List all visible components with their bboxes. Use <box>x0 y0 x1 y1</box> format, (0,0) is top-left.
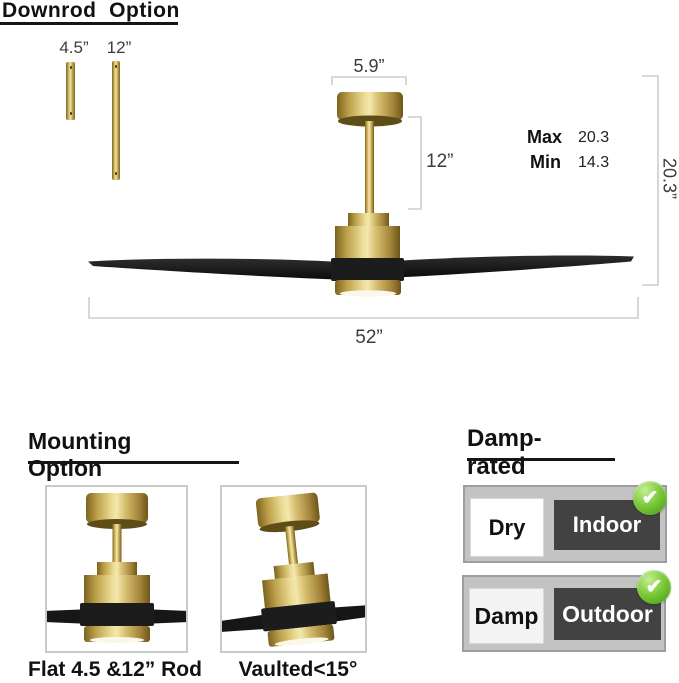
flat-mount-caption: Flat 4.5 &12” Rod <box>28 658 202 681</box>
canopy <box>337 92 403 120</box>
mounting-title-underline <box>28 461 239 464</box>
canopy-width-bracket <box>331 76 407 85</box>
mini-fan <box>47 493 186 643</box>
dimension-lines <box>88 75 659 319</box>
light-kit <box>340 290 396 297</box>
ceiling-fan-diagram <box>88 75 659 319</box>
min-value: 14.3 <box>578 154 610 171</box>
motor-collar <box>348 213 389 227</box>
flat-mount-fan-graphic <box>47 493 186 643</box>
dry-badge: Dry <box>470 498 544 557</box>
min-label: Min <box>530 152 561 172</box>
right-blade <box>386 255 634 278</box>
vaulted-mount-image <box>220 485 367 653</box>
max-value: 20.3 <box>578 129 610 146</box>
fan-body <box>88 92 634 297</box>
downrod-short <box>66 62 75 120</box>
blade-hub <box>331 258 404 281</box>
screw-hole-icon <box>115 172 117 175</box>
downrod <box>365 121 374 214</box>
mini-fan-tilted <box>222 492 365 647</box>
motor-housing <box>335 226 400 260</box>
flat-mount-image <box>45 485 188 653</box>
blade-span-bracket <box>88 297 639 319</box>
max-label: Max <box>527 127 563 147</box>
dry-indoor-panel: Dry Indoor ✔ <box>463 481 667 563</box>
damp-outdoor-panel: Damp Outdoor ✔ <box>462 570 671 652</box>
damp-title-underline <box>467 458 615 461</box>
canopy-width-label: 5.9” <box>353 56 385 76</box>
rod-length-bracket <box>408 116 422 210</box>
short-rod-label: 4.5” <box>59 38 89 57</box>
rod-length-label: 12” <box>426 151 454 172</box>
downrod-long <box>112 61 120 180</box>
downrod-section-title: Downrod Option <box>2 0 180 22</box>
green-check-icon: ✔ <box>633 481 667 515</box>
overall-height-bracket <box>642 75 659 286</box>
blade-span-label: 52” <box>355 327 383 348</box>
vaulted-mount-fan-graphic <box>222 492 365 647</box>
screw-hole-icon <box>69 66 72 69</box>
long-rod-label: 12” <box>106 38 132 57</box>
damp-badge: Damp <box>469 588 544 644</box>
green-check-icon: ✔ <box>637 570 671 604</box>
vaulted-mount-caption: Vaulted<15° <box>238 658 358 681</box>
damp-section-title: Damp-rated <box>467 425 542 480</box>
left-blade <box>88 258 352 280</box>
overall-height-label: 20.3” <box>659 157 679 200</box>
screw-hole-icon <box>115 65 117 68</box>
screw-hole-icon <box>69 112 72 115</box>
downrod-title-underline <box>0 22 178 25</box>
mounting-section-title: Mounting Option <box>28 428 132 481</box>
